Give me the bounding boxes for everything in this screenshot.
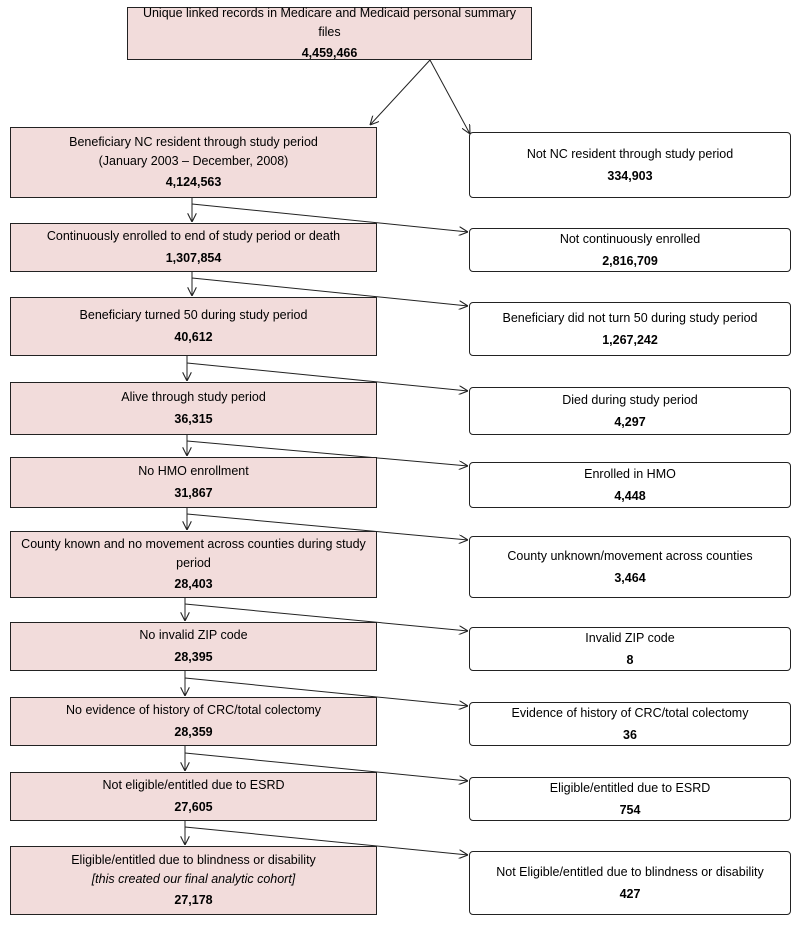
excluded-label: County unknown/movement across counties (507, 548, 753, 563)
included-label: Beneficiary turned 50 during study perio… (79, 308, 308, 323)
cohort-note: [this created our final analytic cohort] (91, 871, 296, 886)
arrow-to-excluded (184, 677, 468, 706)
excluded-count: 4,448 (614, 488, 646, 503)
included-box: Alive through study period 36,315 (10, 382, 377, 435)
excluded-box: Not continuously enrolled 2,816,709 (469, 228, 791, 272)
excluded-label: Not NC resident through study period (526, 146, 734, 161)
included-count: 1,307,854 (165, 251, 222, 265)
included-box: No invalid ZIP code 28,395 (10, 622, 377, 671)
arrow-to-excluded (184, 752, 468, 781)
included-box: Eligible/entitled due to blindness or di… (10, 846, 377, 915)
included-label: Beneficiary NC resident through study pe… (69, 134, 318, 149)
arrow-to-excluded (186, 362, 468, 391)
included-count: 31,867 (174, 486, 213, 500)
arrow-to-excluded (429, 59, 470, 134)
excluded-label: Eligible/entitled due to ESRD (549, 780, 711, 795)
excluded-box: Enrolled in HMO 4,448 (469, 462, 791, 508)
included-count: 40,612 (174, 330, 213, 344)
included-box: Beneficiary NC resident through study pe… (10, 127, 377, 198)
included-box: County known and no movement across coun… (10, 531, 377, 598)
included-count: 27,605 (174, 800, 213, 814)
excluded-count: 3,464 (614, 570, 646, 585)
arrow-to-excluded (184, 603, 468, 631)
included-count: 28,395 (174, 650, 213, 664)
excluded-count: 8 (626, 652, 634, 667)
excluded-box: Invalid ZIP code 8 (469, 627, 791, 671)
excluded-label: Enrolled in HMO (584, 466, 676, 481)
included-box: Not eligible/entitled due to ESRD 27,605 (10, 772, 377, 821)
included-box: Continuously enrolled to end of study pe… (10, 223, 377, 272)
excluded-box: County unknown/movement across counties 3… (469, 536, 791, 598)
excluded-box: Not NC resident through study period 334,… (469, 132, 791, 198)
source-records-count: 4,459,466 (301, 46, 358, 61)
excluded-label: Died during study period (562, 392, 698, 407)
included-count: 4,124,563 (165, 175, 222, 190)
included-box: Beneficiary turned 50 during study perio… (10, 297, 377, 356)
source-records-box: Unique linked records in Medicare and Me… (127, 5, 532, 61)
included-count: 28,359 (174, 725, 213, 739)
included-label: Not eligible/entitled due to ESRD (102, 778, 285, 793)
included-label: County known and no movement across coun… (21, 536, 366, 570)
included-box: No HMO enrollment 31,867 (10, 457, 377, 508)
included-label: (January 2003 – December, 2008) (98, 153, 289, 168)
arrow-to-included (370, 59, 431, 125)
excluded-count: 36 (623, 727, 637, 742)
included-count: 36,315 (174, 412, 213, 426)
included-label: Eligible/entitled due to blindness or di… (71, 852, 316, 867)
included-label: Continuously enrolled to end of study pe… (46, 229, 341, 244)
excluded-count: 1,267,242 (602, 332, 658, 347)
excluded-box: Not Eligible/entitled due to blindness o… (469, 851, 791, 915)
excluded-box: Died during study period 4,297 (469, 387, 791, 435)
excluded-box: Eligible/entitled due to ESRD 754 (469, 777, 791, 821)
excluded-label: Not continuously enrolled (559, 231, 701, 246)
included-count: 28,403 (174, 577, 213, 592)
excluded-count: 4,297 (614, 414, 646, 429)
excluded-label: Evidence of history of CRC/total colecto… (511, 705, 749, 720)
excluded-label: Invalid ZIP code (585, 630, 675, 645)
source-records-label: Unique linked records in Medicare and Me… (142, 5, 517, 39)
excluded-label: Not Eligible/entitled due to blindness o… (496, 864, 764, 879)
arrow-to-excluded (191, 277, 468, 306)
excluded-count: 427 (619, 886, 641, 901)
included-count: 27,178 (174, 893, 213, 908)
arrow-to-excluded (186, 513, 468, 540)
excluded-box: Evidence of history of CRC/total colecto… (469, 702, 791, 746)
included-label: No invalid ZIP code (139, 628, 248, 643)
included-label: Alive through study period (121, 390, 266, 405)
arrow-to-excluded (186, 440, 468, 466)
arrow-to-excluded (184, 826, 468, 855)
excluded-box: Beneficiary did not turn 50 during study… (469, 302, 791, 356)
excluded-label: Beneficiary did not turn 50 during study… (502, 310, 758, 325)
excluded-count: 334,903 (607, 168, 653, 183)
included-label: No HMO enrollment (138, 464, 249, 479)
included-box: No evidence of history of CRC/total cole… (10, 697, 377, 746)
excluded-count: 754 (619, 802, 641, 817)
included-label: No evidence of history of CRC/total cole… (66, 703, 321, 718)
excluded-count: 2,816,709 (602, 253, 658, 268)
arrow-to-excluded (191, 203, 468, 232)
